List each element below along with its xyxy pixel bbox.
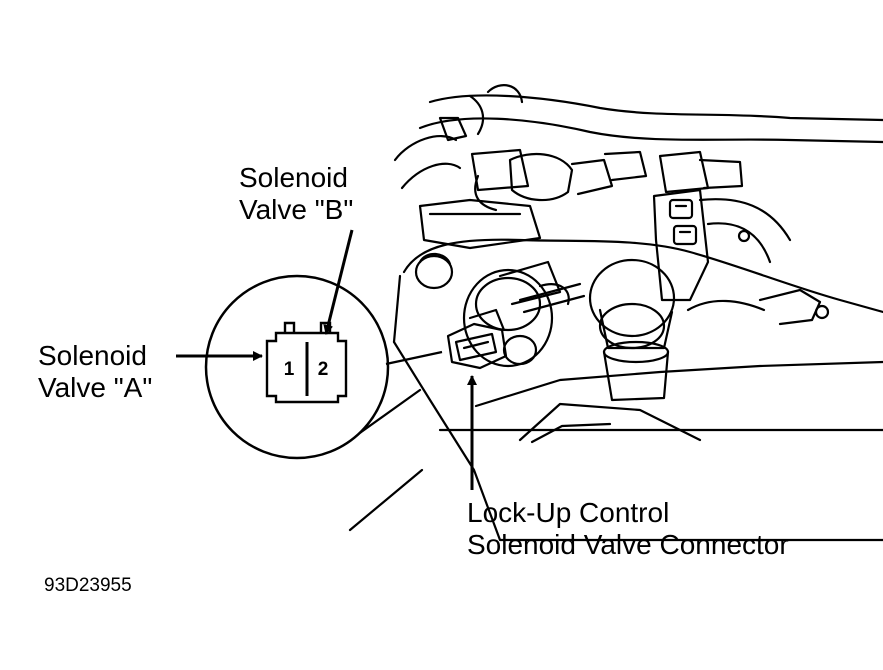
label-lockup-connector-line1: Lock-Up Control	[467, 497, 670, 528]
label-solenoid-valve-b: Solenoid Valve "B"	[239, 162, 353, 226]
magnifier-circle	[204, 274, 390, 460]
label-solenoid-valve-a-line1: Solenoid	[38, 340, 147, 371]
label-solenoid-valve-a: Solenoid Valve "A"	[38, 340, 152, 404]
label-lockup-connector-line2: Solenoid Valve Connector	[467, 529, 789, 560]
transmission-illustration	[348, 84, 883, 542]
label-solenoid-valve-b-line1: Solenoid	[239, 162, 348, 193]
figure-id: 93D23955	[44, 575, 132, 596]
label-lockup-connector: Lock-Up Control Solenoid Valve Connector	[467, 497, 789, 561]
arrow-solenoid-b	[323, 229, 354, 335]
connector-pin-1: 1	[284, 359, 295, 380]
label-solenoid-valve-b-line2: Valve "B"	[239, 194, 354, 225]
connector-pin-2: 2	[318, 359, 329, 380]
connector-face	[265, 321, 348, 404]
magnifier-leader-line	[385, 350, 443, 366]
connector-magnifier: 1 2	[204, 274, 443, 460]
callout-arrows	[176, 229, 477, 490]
label-solenoid-valve-a-line2: Valve "A"	[38, 372, 153, 403]
